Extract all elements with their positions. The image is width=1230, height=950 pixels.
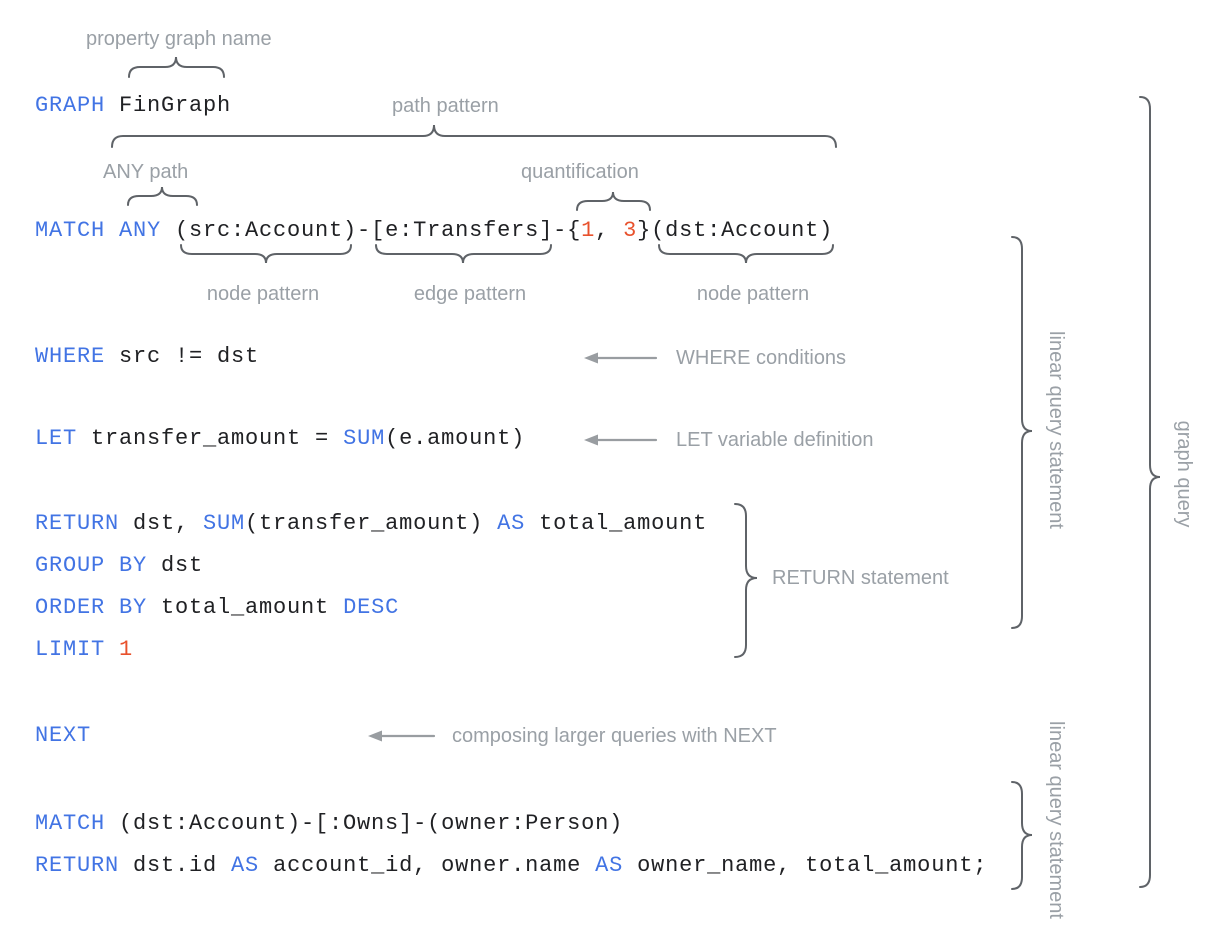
code-line-match: MATCH ANY (src:Account)-[e:Transfers]-{1… bbox=[35, 219, 833, 243]
label-path-pattern: path pattern bbox=[392, 95, 499, 117]
code-token: SUM bbox=[343, 426, 386, 451]
code-token: GROUP BY bbox=[35, 553, 148, 578]
code-token: total_amount bbox=[525, 511, 708, 536]
code-line-return: RETURN dst, SUM(transfer_amount) AS tota… bbox=[35, 512, 707, 536]
code-token: dst, bbox=[119, 511, 204, 536]
code-token bbox=[105, 637, 119, 662]
code-token: DESC bbox=[343, 595, 400, 620]
code-line-match-2: MATCH (dst:Account)-[:Owns]-(owner:Perso… bbox=[35, 812, 623, 836]
brace-linear-query-statement-1 bbox=[1011, 236, 1033, 629]
code-token: AS bbox=[595, 853, 624, 878]
code-token: LIMIT bbox=[35, 637, 106, 662]
label-quantification: quantification bbox=[521, 161, 639, 183]
code-token: MATCH ANY bbox=[35, 218, 162, 243]
code-token: AS bbox=[231, 853, 260, 878]
code-token: account_id, owner.name bbox=[259, 853, 596, 878]
code-token: 1 bbox=[581, 218, 596, 243]
overbrace-quantification bbox=[576, 191, 651, 211]
brace-linear-query-statement-2 bbox=[1011, 781, 1033, 890]
arrow-next-note-head bbox=[368, 730, 382, 742]
code-token: RETURN bbox=[35, 511, 120, 536]
label-property-graph-name: property graph name bbox=[86, 28, 272, 50]
code-token: dst bbox=[147, 553, 204, 578]
underbrace-node-pattern-left bbox=[180, 244, 352, 264]
label-let-definition: LET variable definition bbox=[676, 429, 874, 451]
code-line-graph: GRAPH FinGraph bbox=[35, 94, 231, 118]
label-return-statement: RETURN statement bbox=[772, 567, 949, 589]
code-token: (transfer_amount) bbox=[245, 511, 498, 536]
underbrace-node-pattern-right bbox=[658, 244, 834, 264]
code-token: SUM bbox=[203, 511, 246, 536]
label-any-path: ANY path bbox=[103, 161, 189, 183]
code-token: FinGraph bbox=[105, 93, 232, 118]
code-token: (src:Account)-[e:Transfers]-{ bbox=[161, 218, 582, 243]
underbrace-edge-pattern bbox=[375, 244, 552, 264]
code-token: MATCH bbox=[35, 811, 106, 836]
code-token: src != dst bbox=[105, 344, 260, 369]
overbrace-fingraph bbox=[128, 56, 225, 78]
code-token: transfer_amount = bbox=[77, 426, 344, 451]
label-linear-query-statement-1: linear query statement bbox=[1045, 331, 1067, 529]
arrow-let-definition-head bbox=[584, 434, 598, 446]
code-token: NEXT bbox=[35, 723, 92, 748]
code-token: , bbox=[595, 218, 624, 243]
label-node-pattern-right: node pattern bbox=[696, 283, 810, 305]
overbrace-path-pattern bbox=[111, 124, 837, 148]
code-token: (e.amount) bbox=[385, 426, 526, 451]
code-token: AS bbox=[497, 511, 526, 536]
code-line-let: LET transfer_amount = SUM(e.amount) bbox=[35, 427, 525, 451]
label-next-note: composing larger queries with NEXT bbox=[452, 725, 777, 747]
brace-graph-query bbox=[1139, 96, 1161, 888]
code-line-return-2: RETURN dst.id AS account_id, owner.name … bbox=[35, 854, 987, 878]
code-line-order-by: ORDER BY total_amount DESC bbox=[35, 596, 399, 620]
brace-return-statement bbox=[734, 503, 758, 658]
code-token: dst.id bbox=[119, 853, 232, 878]
code-token: LET bbox=[35, 426, 78, 451]
code-line-where: WHERE src != dst bbox=[35, 345, 259, 369]
code-token: (dst:Account)-[:Owns]-(owner:Person) bbox=[105, 811, 624, 836]
code-line-next: NEXT bbox=[35, 724, 91, 748]
label-where-conditions: WHERE conditions bbox=[676, 347, 847, 369]
code-token: owner_name, total_amount; bbox=[623, 853, 988, 878]
label-node-pattern-left: node pattern bbox=[206, 283, 320, 305]
code-line-limit: LIMIT 1 bbox=[35, 638, 133, 662]
code-token: total_amount bbox=[147, 595, 344, 620]
label-graph-query: graph query bbox=[1173, 420, 1195, 528]
code-token: GRAPH bbox=[35, 93, 106, 118]
label-edge-pattern: edge pattern bbox=[413, 283, 527, 305]
code-token: ORDER BY bbox=[35, 595, 148, 620]
code-line-group-by: GROUP BY dst bbox=[35, 554, 203, 578]
code-token: 1 bbox=[119, 637, 134, 662]
arrow-where-conditions-head bbox=[584, 352, 598, 364]
code-token: WHERE bbox=[35, 344, 106, 369]
overbrace-any-path bbox=[127, 186, 198, 206]
code-token: RETURN bbox=[35, 853, 120, 878]
code-token: 3 bbox=[623, 218, 638, 243]
code-token: }(dst:Account) bbox=[637, 218, 834, 243]
label-linear-query-statement-2: linear query statement bbox=[1045, 721, 1067, 919]
